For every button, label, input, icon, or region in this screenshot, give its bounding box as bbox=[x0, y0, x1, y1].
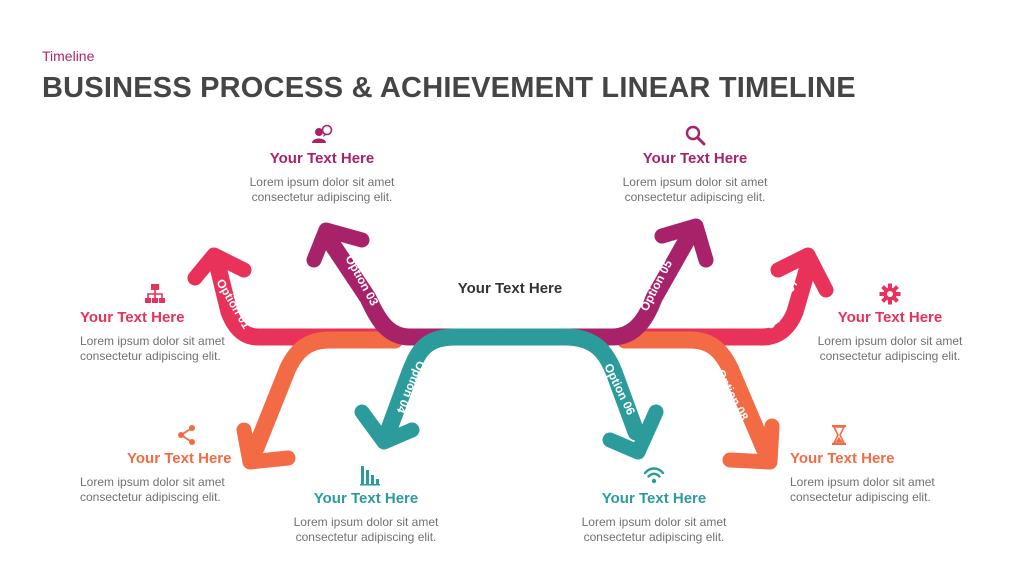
arrow-option-07 bbox=[631, 258, 817, 346]
block-body: Lorem ipsum dolor sit amet consectetur a… bbox=[80, 334, 225, 363]
hierarchy-icon bbox=[145, 284, 165, 303]
block-heading: Your Text Here bbox=[269, 150, 375, 167]
arrow-option-08 bbox=[616, 331, 773, 457]
search-icon bbox=[685, 125, 706, 146]
share-icon bbox=[178, 425, 195, 445]
block-heading: Your Text Here bbox=[790, 450, 895, 467]
wifi-icon bbox=[643, 467, 665, 484]
arrow-option-06 bbox=[491, 328, 645, 441]
block-heading: Your Text Here bbox=[80, 309, 185, 326]
block-heading: Your Text Here bbox=[127, 450, 232, 467]
arrowhead-option-08 bbox=[722, 418, 780, 470]
block-body: Lorem ipsum dolor sit amet consectetur a… bbox=[293, 515, 439, 544]
text-block-option-02: Your Text Here Lorem ipsum dolor sit ame… bbox=[64, 424, 254, 505]
arrow-option-03 bbox=[319, 229, 469, 346]
block-body: Lorem ipsum dolor sit amet consectetur a… bbox=[622, 175, 768, 204]
arrowhead-option-01 bbox=[187, 247, 252, 286]
eyebrow-label: Timeline bbox=[42, 48, 95, 64]
text-block-option-08: Your Text Here Lorem ipsum dolor sit ame… bbox=[770, 424, 960, 505]
arrow-option-01 bbox=[209, 258, 389, 346]
block-body: Lorem ipsum dolor sit amet consectetur a… bbox=[80, 475, 225, 504]
center-text: Your Text Here bbox=[457, 280, 563, 297]
hourglass-icon bbox=[832, 425, 846, 445]
block-body: Lorem ipsum dolor sit amet consectetur a… bbox=[790, 475, 935, 504]
arrowhead-option-05 bbox=[654, 218, 714, 268]
text-block-option-03: Your Text Here Lorem ipsum dolor sit ame… bbox=[227, 124, 417, 205]
user-chat-icon bbox=[312, 124, 333, 143]
block-body: Lorem ipsum dolor sit amet consectetur a… bbox=[581, 515, 727, 544]
text-block-option-07: Your Text Here Lorem ipsum dolor sit ame… bbox=[795, 283, 985, 364]
text-block-option-04: Your Text Here Lorem ipsum dolor sit ame… bbox=[271, 464, 461, 545]
block-heading: Your Text Here bbox=[837, 309, 943, 326]
bar-chart-icon bbox=[360, 466, 380, 486]
block-heading: Your Text Here bbox=[642, 150, 748, 167]
block-body: Lorem ipsum dolor sit amet consectetur a… bbox=[817, 334, 963, 363]
text-block-option-05: Your Text Here Lorem ipsum dolor sit ame… bbox=[600, 124, 790, 205]
gear-icon bbox=[879, 283, 901, 305]
arrowhead-option-03 bbox=[306, 222, 370, 268]
page-title: BUSINESS PROCESS & ACHIEVEMENT LINEAR TI… bbox=[42, 72, 856, 104]
text-block-option-01: Your Text Here Lorem ipsum dolor sit ame… bbox=[60, 283, 250, 364]
arrowhead-option-02 bbox=[236, 422, 296, 470]
arrowhead-option-07 bbox=[770, 247, 834, 298]
arrowhead-option-06 bbox=[602, 404, 664, 460]
arrowhead-option-04 bbox=[354, 404, 420, 450]
block-body: Lorem ipsum dolor sit amet consectetur a… bbox=[249, 175, 395, 204]
arrow-option-05 bbox=[551, 229, 697, 346]
block-heading: Your Text Here bbox=[313, 490, 419, 507]
arrow-option-04 bbox=[379, 328, 529, 441]
block-heading: Your Text Here bbox=[601, 490, 707, 507]
arrow-option-02 bbox=[247, 331, 404, 457]
text-block-option-06: Your Text Here Lorem ipsum dolor sit ame… bbox=[559, 464, 749, 545]
